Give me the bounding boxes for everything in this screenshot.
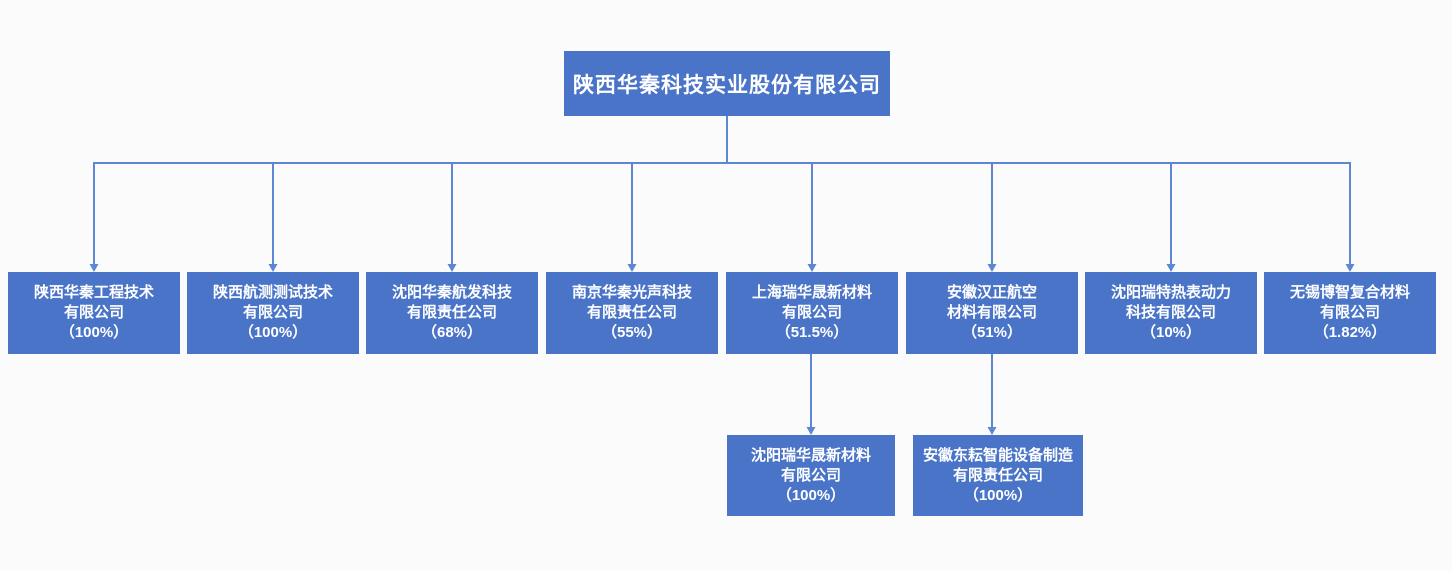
company-name-line2: 有限责任公司 [952,466,1043,484]
ownership-percentage: （51.5%） [775,324,849,341]
company-name-line1: 无锡博智复合材料 [1289,284,1410,301]
ownership-percentage: （100%） [963,486,1033,504]
org-node-subsidiary-5: 上海瑞华晟新材料 有限公司 （51.5%） [726,272,898,354]
org-node-subsidiary-3: 沈阳华秦航发科技 有限责任公司 （68%） [366,272,538,354]
org-node-grandchild-2: 安徽东耘智能设备制造 有限责任公司 （100%） [913,435,1083,516]
company-name-line2: 材料有限公司 [946,304,1037,321]
ownership-percentage: （68%） [421,324,483,341]
company-name-line2: 有限公司 [242,304,303,321]
ownership-percentage: （100%） [238,324,308,341]
company-name-line1: 陕西航测测试技术 [212,284,333,301]
company-name-line2: 有限责任公司 [406,304,497,321]
company-name-line1: 南京华秦光声科技 [571,284,692,301]
company-name-line1: 沈阳瑞华晟新材料 [750,446,871,464]
company-name-line1: 陕西华秦工程技术 [33,284,154,301]
company-name-line2: 有限公司 [1319,304,1380,321]
ownership-percentage: （1.82%） [1313,324,1387,341]
company-name-line2: 有限公司 [780,466,841,484]
company-name-line1: 沈阳瑞特热表动力 [1110,284,1231,301]
grandchild-connectors [806,354,997,435]
org-node-subsidiary-6: 安徽汉正航空 材料有限公司 （51%） [906,272,1078,354]
org-node-subsidiary-1: 陕西华秦工程技术 有限公司 （100%） [8,272,180,354]
company-name-line2: 科技有限公司 [1125,304,1216,321]
ownership-percentage: （100%） [776,486,846,504]
child-connectors [89,162,1355,272]
company-name-line1: 安徽汉正航空 [946,284,1037,301]
company-name-line2: 有限公司 [63,304,124,321]
ownership-percentage: （55%） [601,324,663,341]
org-node-subsidiary-2: 陕西航测测试技术 有限公司 （100%） [187,272,359,354]
company-name: 陕西华秦科技实业股份有限公司 [573,73,881,97]
company-name-line1: 安徽东耘智能设备制造 [922,446,1073,464]
org-node-grandchild-1: 沈阳瑞华晟新材料 有限公司 （100%） [727,435,895,516]
org-node-subsidiary-8: 无锡博智复合材料 有限公司 （1.82%） [1264,272,1436,354]
org-node-subsidiary-4: 南京华秦光声科技 有限责任公司 （55%） [546,272,718,354]
org-node-subsidiary-7: 沈阳瑞特热表动力 科技有限公司 （10%） [1085,272,1257,354]
company-name-line1: 上海瑞华晟新材料 [751,284,872,301]
org-node-root: 陕西华秦科技实业股份有限公司 [564,51,890,116]
company-name-line2: 有限公司 [781,304,842,321]
company-name-line1: 沈阳华秦航发科技 [391,284,512,301]
ownership-percentage: （100%） [59,324,129,341]
ownership-percentage: （51%） [961,324,1023,341]
ownership-percentage: （10%） [1140,324,1202,341]
company-name-line2: 有限责任公司 [586,304,677,321]
